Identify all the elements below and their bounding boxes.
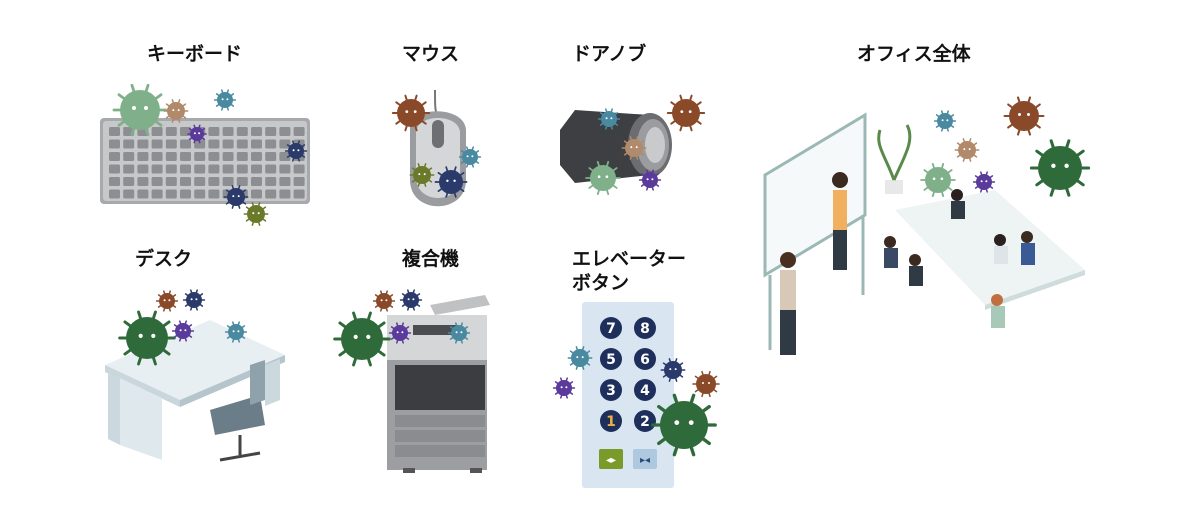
elevator-button-3[interactable]: 3 (600, 379, 622, 401)
elevator-button-6[interactable]: 6 (634, 348, 656, 370)
keyboard-illustration (95, 85, 315, 225)
label-keyboard: キーボード (147, 43, 243, 65)
elevator-button-8[interactable]: 8 (634, 317, 656, 339)
label-elevator-line2: ボタン (572, 272, 630, 294)
mouse-illustration (390, 85, 490, 220)
door-close-button (633, 449, 657, 469)
label-desk: デスク (135, 248, 193, 270)
virus-icon (552, 377, 576, 399)
copier-illustration (375, 290, 500, 475)
elevator-button-1[interactable]: 1 (600, 410, 622, 432)
elevator-button-label: 1 (606, 414, 616, 430)
elevator-button-label: 6 (640, 352, 650, 368)
elevator-button-2[interactable]: 2 (634, 410, 656, 432)
elevator-button-label: 7 (606, 321, 616, 337)
elevator-button-label: 2 (640, 414, 650, 430)
svg-text:▸◂: ▸◂ (640, 455, 650, 466)
label-mouse: マウス (402, 43, 460, 65)
elevator-button-label: 4 (640, 383, 650, 399)
virus-icon (692, 370, 720, 398)
elevator-panel: 7 8 5 6 3 4 1 2 ◂▸ ▸◂ (582, 302, 674, 488)
label-doorknob: ドアノブ (572, 43, 647, 65)
elevator-button-label: 3 (606, 383, 616, 399)
label-office: オフィス全体 (857, 43, 971, 65)
svg-text:◂▸: ◂▸ (606, 455, 616, 466)
door-open-button (599, 449, 623, 469)
doorknob-illustration (555, 95, 695, 200)
elevator-button-7[interactable]: 7 (600, 317, 622, 339)
office-illustration (745, 95, 1090, 370)
elevator-button-5[interactable]: 5 (600, 348, 622, 370)
elevator-button-label: 8 (640, 321, 650, 337)
label-copier: 複合機 (402, 248, 460, 270)
desk-illustration (100, 295, 290, 470)
elevator-button-4[interactable]: 4 (634, 379, 656, 401)
elevator-button-label: 5 (606, 352, 616, 368)
label-elevator-line1: エレベーター (572, 248, 687, 270)
